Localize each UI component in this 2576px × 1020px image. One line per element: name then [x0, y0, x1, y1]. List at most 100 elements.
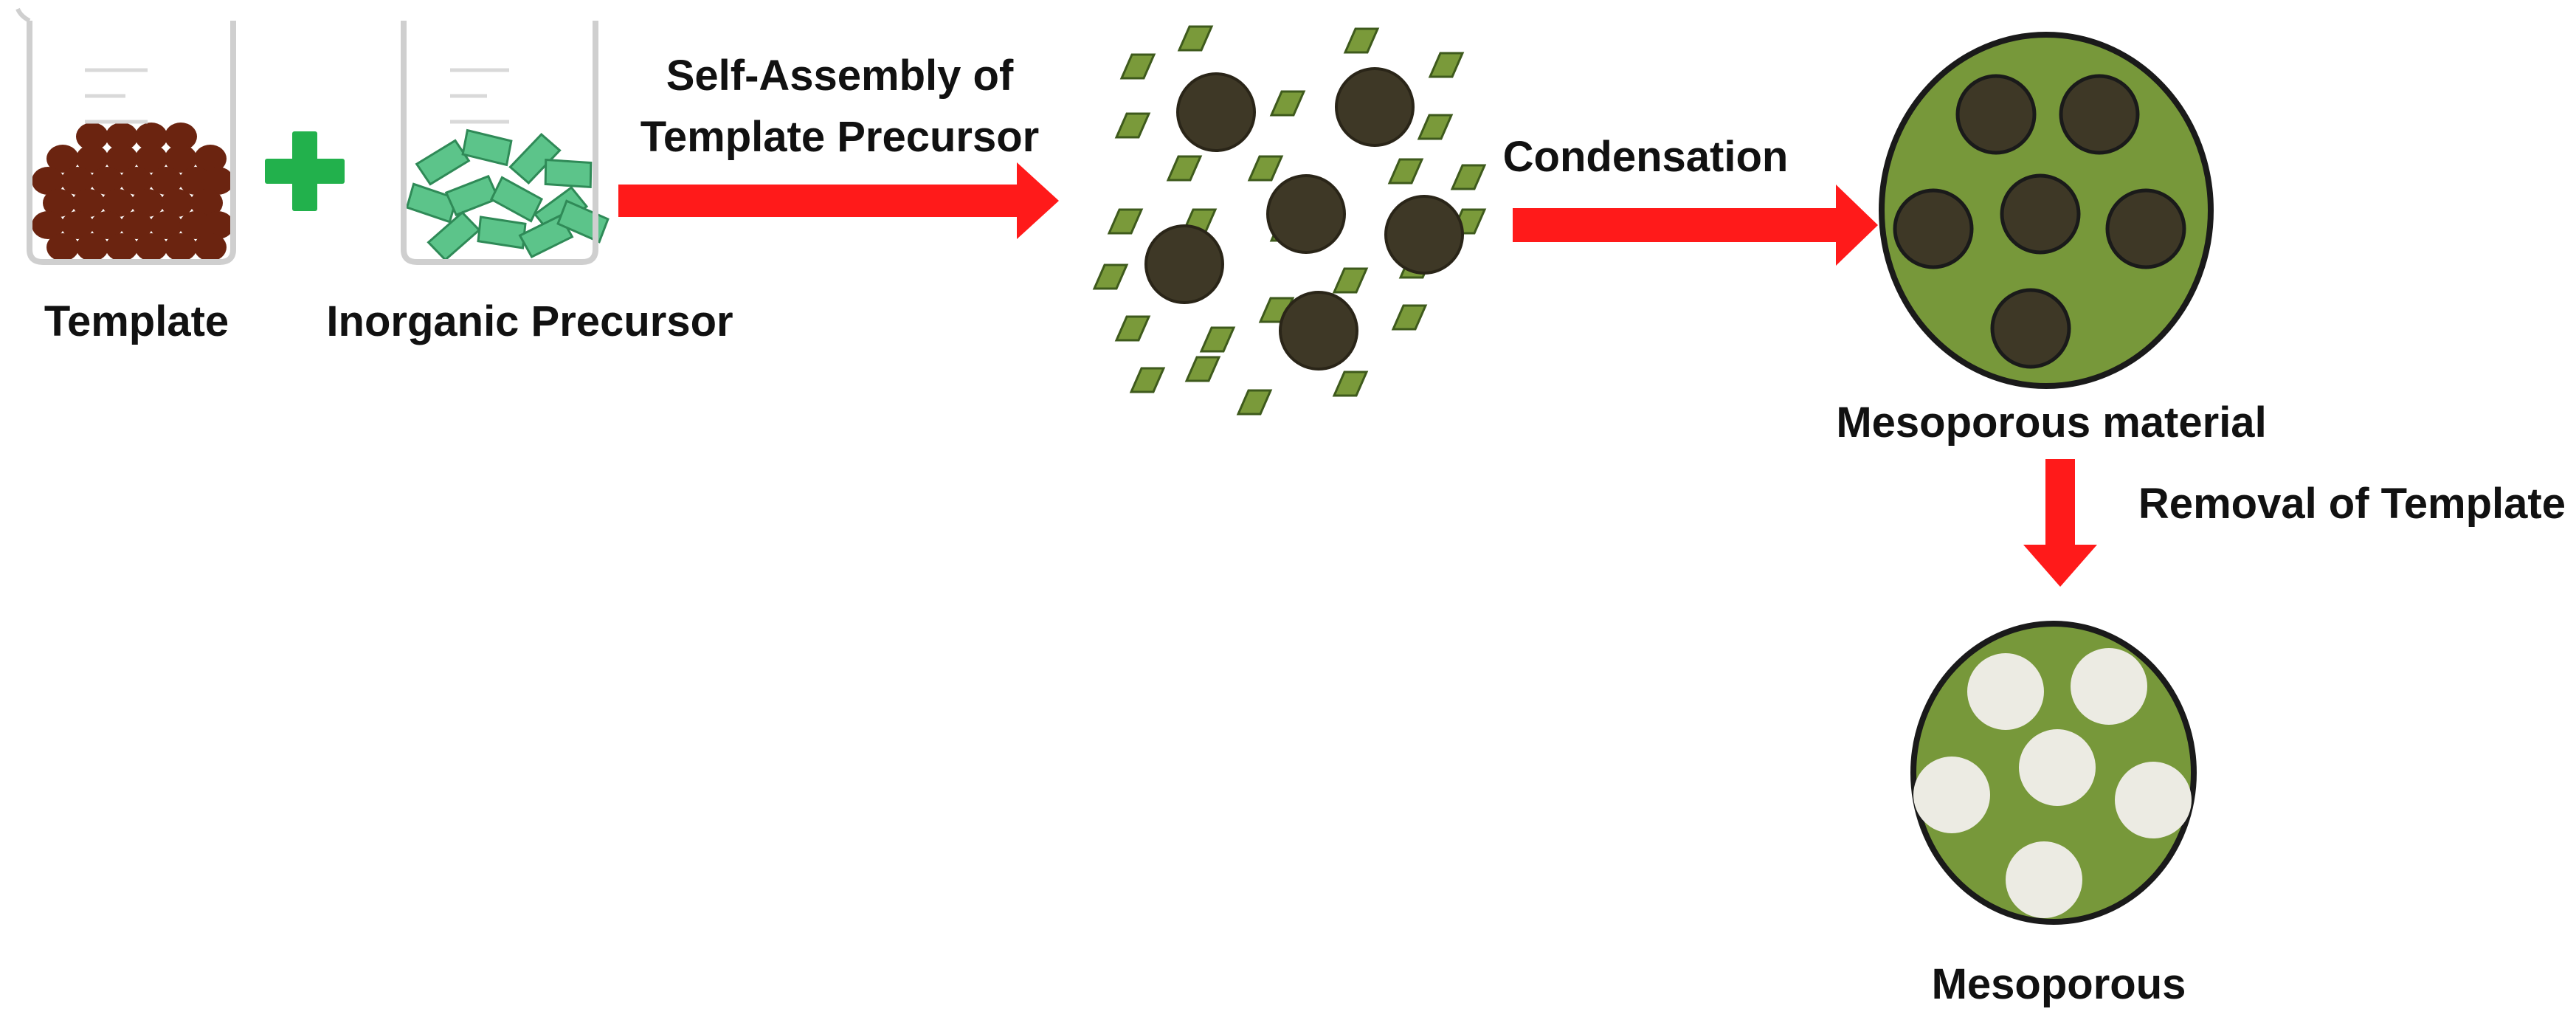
template-sphere: [1176, 72, 1256, 152]
template-sphere: [106, 123, 138, 151]
condensation-arrow: [1513, 185, 1878, 266]
filled-pore: [2059, 74, 2140, 155]
mesoporous-label: Mesoporous: [1932, 960, 2186, 1008]
removal-of-template-arrow: [2023, 459, 2097, 587]
self-assembly-label-line2: Template Precursor: [640, 113, 1039, 161]
precursor-tile: [1114, 112, 1151, 139]
precursor-tile: [1199, 326, 1236, 353]
inorganic-precursor-beaker-icon: [401, 21, 610, 265]
template-sphere: [1144, 224, 1224, 304]
template-sphere: [106, 233, 138, 261]
template-sphere: [91, 211, 123, 239]
precursor-tile: [1428, 52, 1465, 78]
template-sphere: [194, 145, 227, 173]
template-beaker-icon: [15, 7, 236, 265]
template-sphere: [165, 145, 197, 173]
precursor-tile: [1247, 155, 1284, 182]
precursor-tile: [1092, 263, 1129, 290]
filled-pore: [2105, 188, 2186, 269]
plus-icon: [265, 131, 345, 211]
filled-pore: [1990, 288, 2071, 369]
precursor-shard: [444, 174, 500, 217]
template-sphere: [165, 123, 197, 151]
precursor-tile: [1184, 356, 1221, 382]
precursor-shard: [518, 214, 574, 258]
template-sphere: [131, 189, 164, 217]
template-sphere: [120, 211, 153, 239]
template-sphere: [165, 233, 197, 261]
template-sphere: [61, 167, 94, 195]
template-sphere: [46, 233, 79, 261]
template-sphere: [135, 145, 168, 173]
template-sphere: [61, 211, 94, 239]
precursor-tile: [1114, 315, 1151, 342]
template-sphere: [32, 167, 64, 195]
empty-pore: [2071, 648, 2147, 725]
template-sphere: [201, 167, 234, 195]
precursor-tile: [1177, 25, 1214, 52]
precursor-tile: [1236, 389, 1273, 416]
precursor-tile: [1107, 208, 1144, 235]
template-sphere: [46, 145, 79, 173]
template-sphere: [32, 211, 64, 239]
precursor-tile: [1332, 371, 1369, 397]
precursor-shard: [489, 176, 544, 223]
precursor-shard: [477, 216, 527, 249]
template-sphere: [120, 167, 153, 195]
empty-pore: [2006, 841, 2082, 918]
template-sphere: [1335, 67, 1415, 147]
filled-pore: [1955, 74, 2037, 155]
filled-pore: [1893, 188, 1974, 269]
precursor-tile: [1332, 267, 1369, 294]
empty-pore: [2115, 762, 2192, 838]
empty-pore: [2019, 729, 2096, 806]
precursor-tile: [1119, 53, 1156, 80]
template-sphere: [72, 189, 105, 217]
template-sphere: [43, 189, 75, 217]
precursor-tile: [1269, 90, 1306, 117]
template-sphere: [190, 189, 223, 217]
precursor-tile: [1129, 367, 1166, 393]
template-sphere: [76, 123, 108, 151]
filled-pore: [2000, 173, 2081, 255]
template-sphere: [106, 145, 138, 173]
precursor-tile: [1343, 27, 1380, 54]
precursor-shard: [508, 132, 562, 185]
template-sphere: [161, 189, 193, 217]
template-label: Template: [44, 297, 229, 345]
template-sphere: [102, 189, 134, 217]
empty-pore: [1913, 757, 1990, 833]
precursor-tile: [1417, 114, 1454, 140]
template-sphere: [150, 211, 182, 239]
mesoporous-material-label: Mesoporous material: [1836, 399, 2266, 447]
template-sphere: [1266, 174, 1346, 254]
template-sphere: [76, 145, 108, 173]
template-sphere: [1384, 195, 1464, 275]
template-sphere: [76, 233, 108, 261]
self-assembly-label-line1: Self-Assembly of: [666, 52, 1014, 100]
precursor-tile: [1387, 158, 1424, 185]
template-sphere: [91, 167, 123, 195]
condensation-label: Condensation: [1503, 133, 1789, 181]
self-assembled-structure: [1092, 25, 1487, 416]
precursor-shard: [405, 182, 458, 224]
precursor-shard: [415, 139, 471, 186]
removal-of-template-label: Removal of Template: [2138, 480, 2566, 528]
template-sphere: [135, 123, 168, 151]
template-sphere: [194, 233, 227, 261]
template-sphere: [150, 167, 182, 195]
precursor-shard: [427, 210, 481, 262]
precursor-tile: [1166, 155, 1203, 182]
precursor-shard: [461, 128, 513, 167]
precursor-shard: [544, 158, 593, 189]
empty-pore: [1967, 653, 2044, 730]
template-sphere: [135, 233, 168, 261]
inorganic-precursor-label: Inorganic Precursor: [326, 297, 733, 345]
precursor-tile: [1391, 304, 1428, 331]
template-sphere: [201, 211, 234, 239]
precursor-tile: [1450, 164, 1487, 190]
self-assembly-arrow: [618, 162, 1059, 239]
mesoporous-material-particle: [1879, 32, 2214, 389]
template-sphere: [1279, 291, 1358, 371]
